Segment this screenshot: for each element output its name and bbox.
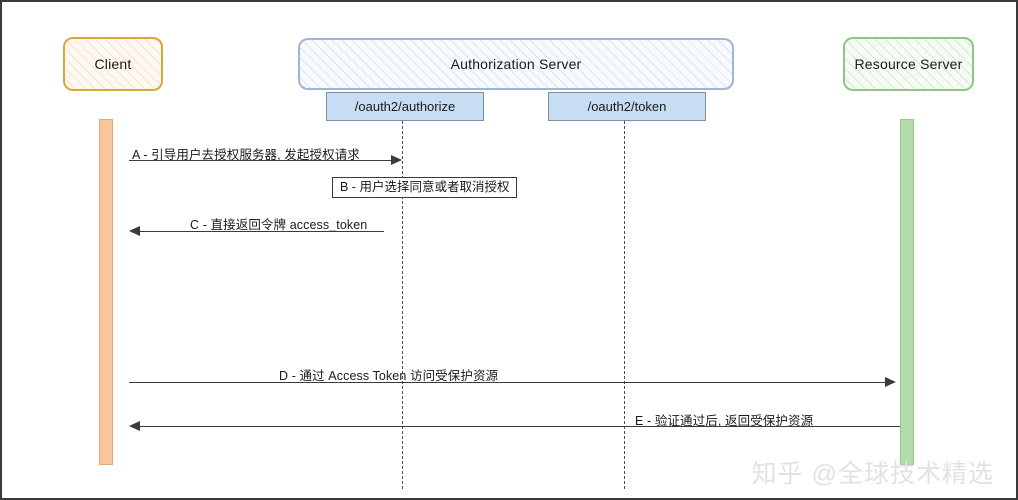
message-d-label: D - 通过 Access Token 访问受保护资源 xyxy=(279,369,499,383)
message-e-label: E - 验证通过后, 返回受保护资源 xyxy=(635,414,814,428)
participant-authorization-server-label: Authorization Server xyxy=(450,56,582,72)
participant-resource-server-label: Resource Server xyxy=(854,56,963,72)
activation-bar-resource-server xyxy=(900,119,914,465)
message-a-label: A - 引导用户去授权服务器, 发起授权请求 xyxy=(132,148,360,162)
message-c-arrowhead-icon xyxy=(129,226,140,236)
message-b-label: B - 用户选择同意或者取消授权 xyxy=(340,180,510,194)
participant-authorization-server[interactable]: Authorization Server xyxy=(298,38,734,90)
watermark: 知乎 @全球技术精选 xyxy=(751,460,994,488)
message-b-note[interactable]: B - 用户选择同意或者取消授权 xyxy=(332,177,518,198)
message-c-label: C - 直接返回令牌 access_token xyxy=(190,218,368,232)
participant-client-label: Client xyxy=(94,56,132,72)
lifeline-authorize xyxy=(402,121,403,489)
message-d-arrowhead-icon xyxy=(885,377,896,387)
activation-bar-client xyxy=(99,119,113,465)
endpoint-oauth2-authorize-label: /oauth2/authorize xyxy=(354,99,456,114)
message-a-line xyxy=(129,160,391,161)
endpoint-oauth2-authorize[interactable]: /oauth2/authorize xyxy=(326,92,484,121)
lifeline-token xyxy=(624,121,625,489)
endpoint-oauth2-token[interactable]: /oauth2/token xyxy=(548,92,706,121)
endpoint-oauth2-token-label: /oauth2/token xyxy=(587,99,667,114)
participant-client[interactable]: Client xyxy=(63,37,163,91)
message-a-arrowhead-icon xyxy=(391,155,402,165)
participant-resource-server[interactable]: Resource Server xyxy=(843,37,974,91)
message-c-line xyxy=(139,231,384,232)
message-e-line xyxy=(139,426,900,427)
message-d-line xyxy=(129,382,885,383)
message-e-arrowhead-icon xyxy=(129,421,140,431)
